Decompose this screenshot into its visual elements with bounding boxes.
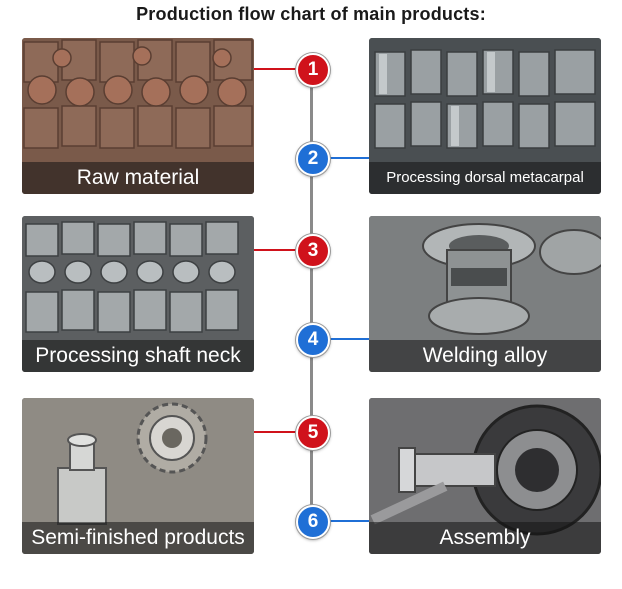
step-2-badge: 2 — [296, 142, 330, 176]
step-1-caption: Raw material — [22, 162, 254, 194]
step-4-connector — [313, 338, 369, 340]
step-4-caption: Welding alloy — [369, 340, 601, 372]
step-5-badge: 5 — [296, 416, 330, 450]
step-2-card: Processing dorsal metacarpal — [369, 38, 601, 194]
raw-material-photo — [22, 38, 254, 194]
step-5-caption: Semi-finished products — [22, 522, 254, 554]
step-2-connector — [313, 157, 369, 159]
step-4-badge: 4 — [296, 323, 330, 357]
step-3-caption: Processing shaft neck — [22, 340, 254, 372]
step-6-connector — [313, 520, 369, 522]
step-4-card: Welding alloy — [369, 216, 601, 372]
step-3-connector — [254, 249, 310, 251]
page-title: Production flow chart of main products: — [136, 4, 486, 24]
step-2-caption: Processing dorsal metacarpal — [369, 162, 601, 194]
step-6-caption: Assembly — [369, 522, 601, 554]
step-6-badge: 6 — [296, 505, 330, 539]
step-1-connector — [254, 68, 310, 70]
flow-spine — [310, 68, 313, 520]
step-3-card: Processing shaft neck — [22, 216, 254, 372]
step-5-card: Semi-finished products — [22, 398, 254, 554]
step-6-card: Assembly — [369, 398, 601, 554]
step-5-connector — [254, 431, 310, 433]
step-3-badge: 3 — [296, 234, 330, 268]
step-1-card: Raw material — [22, 38, 254, 194]
step-1-badge: 1 — [296, 53, 330, 87]
